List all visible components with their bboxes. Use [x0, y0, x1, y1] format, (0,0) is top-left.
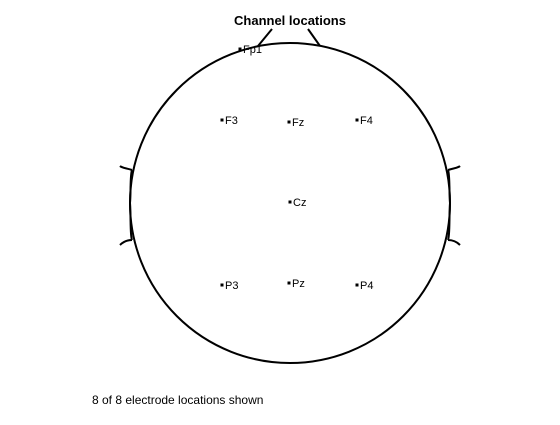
electrode-p4: P4 — [355, 280, 373, 292]
electrode-f3: F3 — [220, 115, 238, 127]
electrode-label: Cz — [293, 197, 306, 209]
electrode-label: P4 — [360, 280, 373, 292]
electrode-marker — [220, 283, 224, 287]
electrode-f4: F4 — [355, 115, 373, 127]
electrode-label: Pz — [292, 278, 305, 290]
electrode-marker — [287, 281, 291, 285]
electrode-label: Fp1 — [243, 44, 262, 56]
electrode-label: F3 — [225, 115, 238, 127]
electrode-marker — [355, 283, 359, 287]
electrode-p3: P3 — [220, 280, 238, 292]
electrode-marker — [238, 47, 242, 51]
figure-title: Channel locations — [234, 13, 346, 28]
electrode-marker — [288, 200, 292, 204]
electrode-pz: Pz — [287, 278, 305, 290]
right-ear — [447, 165, 461, 246]
electrode-label: Fz — [292, 117, 304, 129]
electrode-fp1: Fp1 — [238, 44, 262, 56]
electrode-marker — [287, 120, 291, 124]
electrode-marker — [355, 118, 359, 122]
electrode-fz: Fz — [287, 117, 304, 129]
electrode-label: P3 — [225, 280, 238, 292]
electrode-label: F4 — [360, 115, 373, 127]
footer-note: 8 of 8 electrode locations shown — [92, 393, 264, 407]
left-ear — [119, 165, 133, 246]
electrode-marker — [220, 118, 224, 122]
nose-marker — [257, 28, 321, 47]
electrode-cz: Cz — [288, 197, 306, 209]
